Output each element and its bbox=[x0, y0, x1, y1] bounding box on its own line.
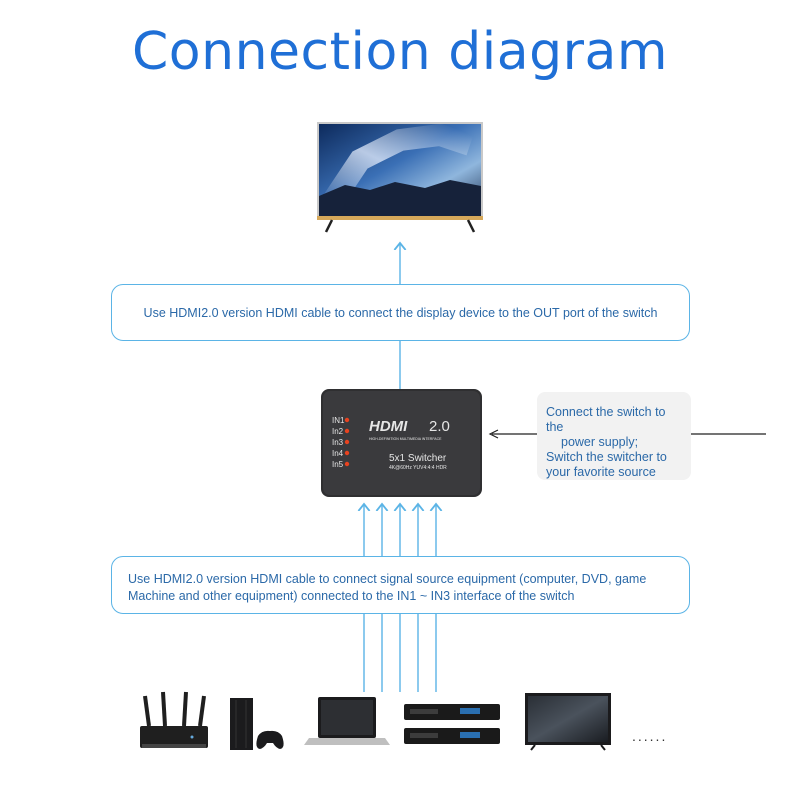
laptop-icon bbox=[304, 697, 390, 745]
switch-model: 5x1 Switcher bbox=[389, 453, 447, 464]
port-label: IN1 bbox=[332, 416, 345, 425]
input-instruction-note: Use HDMI2.0 version HDMI cable to connec… bbox=[111, 556, 690, 614]
page-title: Connection diagram bbox=[132, 22, 668, 82]
output-instruction-note: Use HDMI2.0 version HDMI cable to connec… bbox=[111, 284, 690, 341]
port-label: In2 bbox=[332, 427, 344, 436]
power-instruction-note: Connect the switch to the power supply; … bbox=[537, 392, 691, 480]
led-indicator bbox=[344, 461, 350, 467]
port-label: In5 bbox=[332, 460, 344, 469]
port-label: In4 bbox=[332, 449, 344, 458]
power-instruction-line: Connect the switch to the bbox=[546, 405, 666, 434]
input-instruction-line: Use HDMI2.0 version HDMI cable to connec… bbox=[128, 572, 647, 586]
power-instruction-line: power supply; bbox=[561, 435, 639, 449]
game-console-icon bbox=[230, 698, 284, 750]
power-instruction-line: your favorite source bbox=[546, 465, 656, 479]
led-indicator bbox=[344, 450, 350, 456]
more-devices-ellipsis: ...... bbox=[632, 728, 668, 744]
hdmi-switch-device: IN1 In2 In3 In4 In5 HDMI 2.0 HIGH-DEFINI… bbox=[321, 389, 482, 497]
power-instruction-line: Switch the switcher to bbox=[546, 450, 667, 464]
input-arrows bbox=[364, 504, 436, 692]
port-label: In3 bbox=[332, 438, 344, 447]
monitor-icon bbox=[525, 693, 611, 751]
hdmi-version: 2.0 bbox=[429, 418, 450, 435]
output-instruction-text: Use HDMI2.0 version HDMI cable to connec… bbox=[143, 305, 658, 320]
led-indicator bbox=[344, 428, 350, 434]
input-instruction-line: Machine and other equipment) connected t… bbox=[128, 589, 575, 603]
router-icon bbox=[140, 691, 208, 748]
led-indicator bbox=[344, 417, 350, 423]
dvd-player-icon bbox=[404, 704, 500, 744]
switch-spec: 4K@60Hz YUV4:4:4 HDR bbox=[389, 465, 447, 471]
led-indicator bbox=[344, 439, 350, 445]
hdmi-logo: HDMI bbox=[369, 418, 408, 435]
display-tv-icon bbox=[317, 122, 483, 233]
logo-fine-print: HIGH-DEFINITION MULTIMEDIA INTERFACE bbox=[369, 437, 442, 441]
